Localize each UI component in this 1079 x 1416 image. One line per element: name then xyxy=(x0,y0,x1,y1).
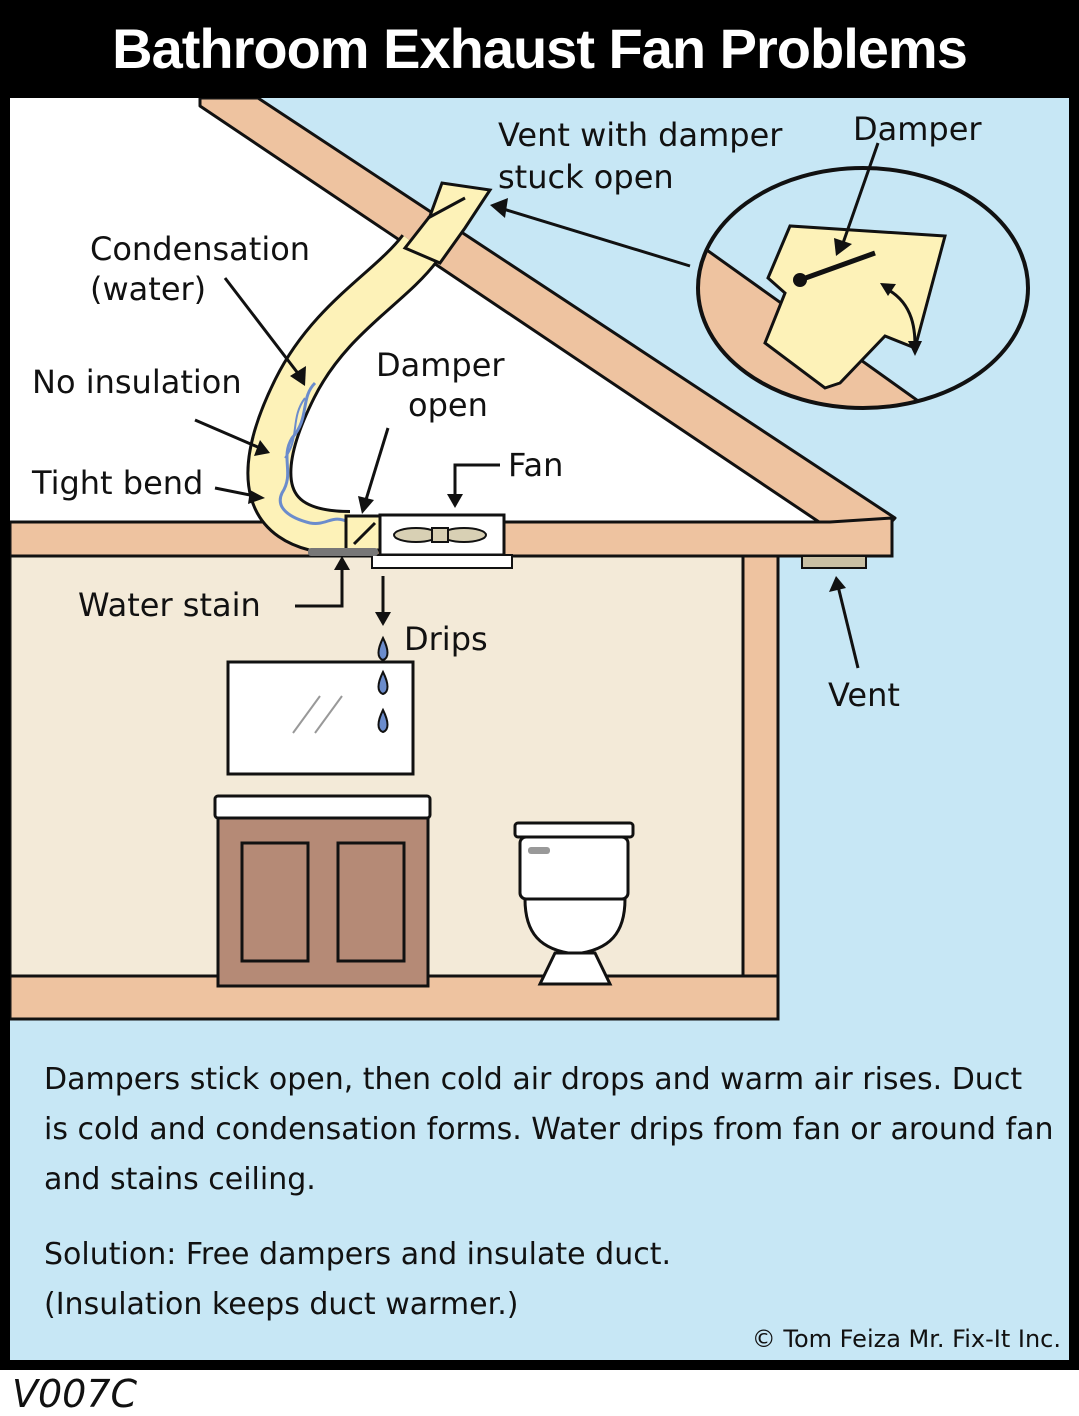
fan-hub xyxy=(431,527,449,543)
detail-swing-arrowhead-top xyxy=(880,283,896,296)
page-title: Bathroom Exhaust Fan Problems xyxy=(112,17,968,80)
arrowhead-vent xyxy=(829,576,846,592)
label-water-stain: Water stain xyxy=(78,586,261,624)
mirror-glare-1 xyxy=(292,695,321,734)
toilet-tank-lid xyxy=(513,821,635,839)
label-damper-open-2: open xyxy=(408,386,488,424)
illustration: Vent with damper stuck open Damper Conde… xyxy=(10,98,1069,1360)
toilet-tank xyxy=(518,835,630,901)
label-stuck-open: stuck open xyxy=(498,158,674,196)
label-drips: Drips xyxy=(404,620,488,658)
vent-damper-line xyxy=(427,196,466,220)
solution-line-2: (Insulation keeps duct warmer.) xyxy=(44,1287,519,1322)
attic-space xyxy=(10,98,830,522)
detail-ellipse-border xyxy=(696,166,1030,410)
arrow-vent xyxy=(836,585,860,669)
vanity-top xyxy=(213,794,432,820)
arrow-vent-damper xyxy=(499,206,691,268)
arrow-condensation xyxy=(223,277,302,377)
arrowhead-condensation xyxy=(290,366,306,386)
detail-vent-cap xyxy=(763,224,947,390)
detail-damper-pivot xyxy=(793,273,807,287)
figure-code: V007C xyxy=(12,1372,138,1416)
label-detail-damper: Damper xyxy=(853,110,982,148)
arrowhead-vent-damper xyxy=(490,198,508,218)
arrow-tight-bend xyxy=(214,486,256,498)
detail-swing-arrowhead-bottom xyxy=(908,341,922,356)
label-vent: Vent xyxy=(828,676,900,714)
arrowhead-fan xyxy=(447,494,463,508)
damper-flap xyxy=(352,521,377,546)
condensation-squiggle xyxy=(278,381,351,525)
pointer-arrows xyxy=(194,142,880,669)
arrowheads xyxy=(248,198,852,626)
water-stain xyxy=(308,548,378,556)
arrowhead-water-stain xyxy=(334,556,350,570)
solution-text: Solution: Free dampers and insulate duct… xyxy=(44,1230,1054,1330)
arrowhead-drips xyxy=(375,612,391,626)
arrowhead-tight-bend xyxy=(248,490,265,504)
label-vent-with-damper: Vent with damper xyxy=(498,116,783,154)
exterior-wall xyxy=(741,554,780,1021)
arrow-fan xyxy=(453,463,500,498)
arrow-water-stain xyxy=(295,566,344,608)
arrowhead-no-insulation xyxy=(254,440,270,456)
toilet-handle xyxy=(528,847,550,854)
vanity-door-right xyxy=(336,841,406,963)
copyright: © Tom Feiza Mr. Fix-It Inc. xyxy=(751,1325,1061,1353)
mirror-glare-2 xyxy=(314,695,343,734)
condensation-squiggle-2 xyxy=(284,397,306,459)
label-damper-open-1: Damper xyxy=(376,346,505,384)
toilet-base xyxy=(537,951,613,986)
solution-line-1: Solution: Free dampers and insulate duct… xyxy=(44,1237,671,1272)
label-no-insulation: No insulation xyxy=(32,363,242,401)
label-tight-bend: Tight bend xyxy=(31,464,203,502)
drip-1 xyxy=(377,635,389,662)
exhaust-duct-fill xyxy=(249,235,436,553)
detail-damper-flap xyxy=(799,250,876,283)
arrow-detail-damper xyxy=(840,142,880,247)
soffit-vent xyxy=(801,555,867,569)
arrowhead-detail-damper xyxy=(834,238,852,256)
caption-text: Dampers stick open, then cold air drops … xyxy=(44,1062,1054,1197)
arrow-no-insulation xyxy=(194,418,261,450)
drip-3 xyxy=(377,707,389,734)
label-fan: Fan xyxy=(508,446,563,484)
drip-2 xyxy=(377,669,389,696)
fan-grille xyxy=(371,554,513,569)
label-condensation: Condensation xyxy=(90,230,310,268)
arrowhead-damper-open xyxy=(358,496,374,514)
label-water: (water) xyxy=(90,270,206,308)
arrow-damper-open xyxy=(363,427,390,504)
detail-roof xyxy=(698,235,1028,408)
vanity-door-left xyxy=(240,841,310,963)
